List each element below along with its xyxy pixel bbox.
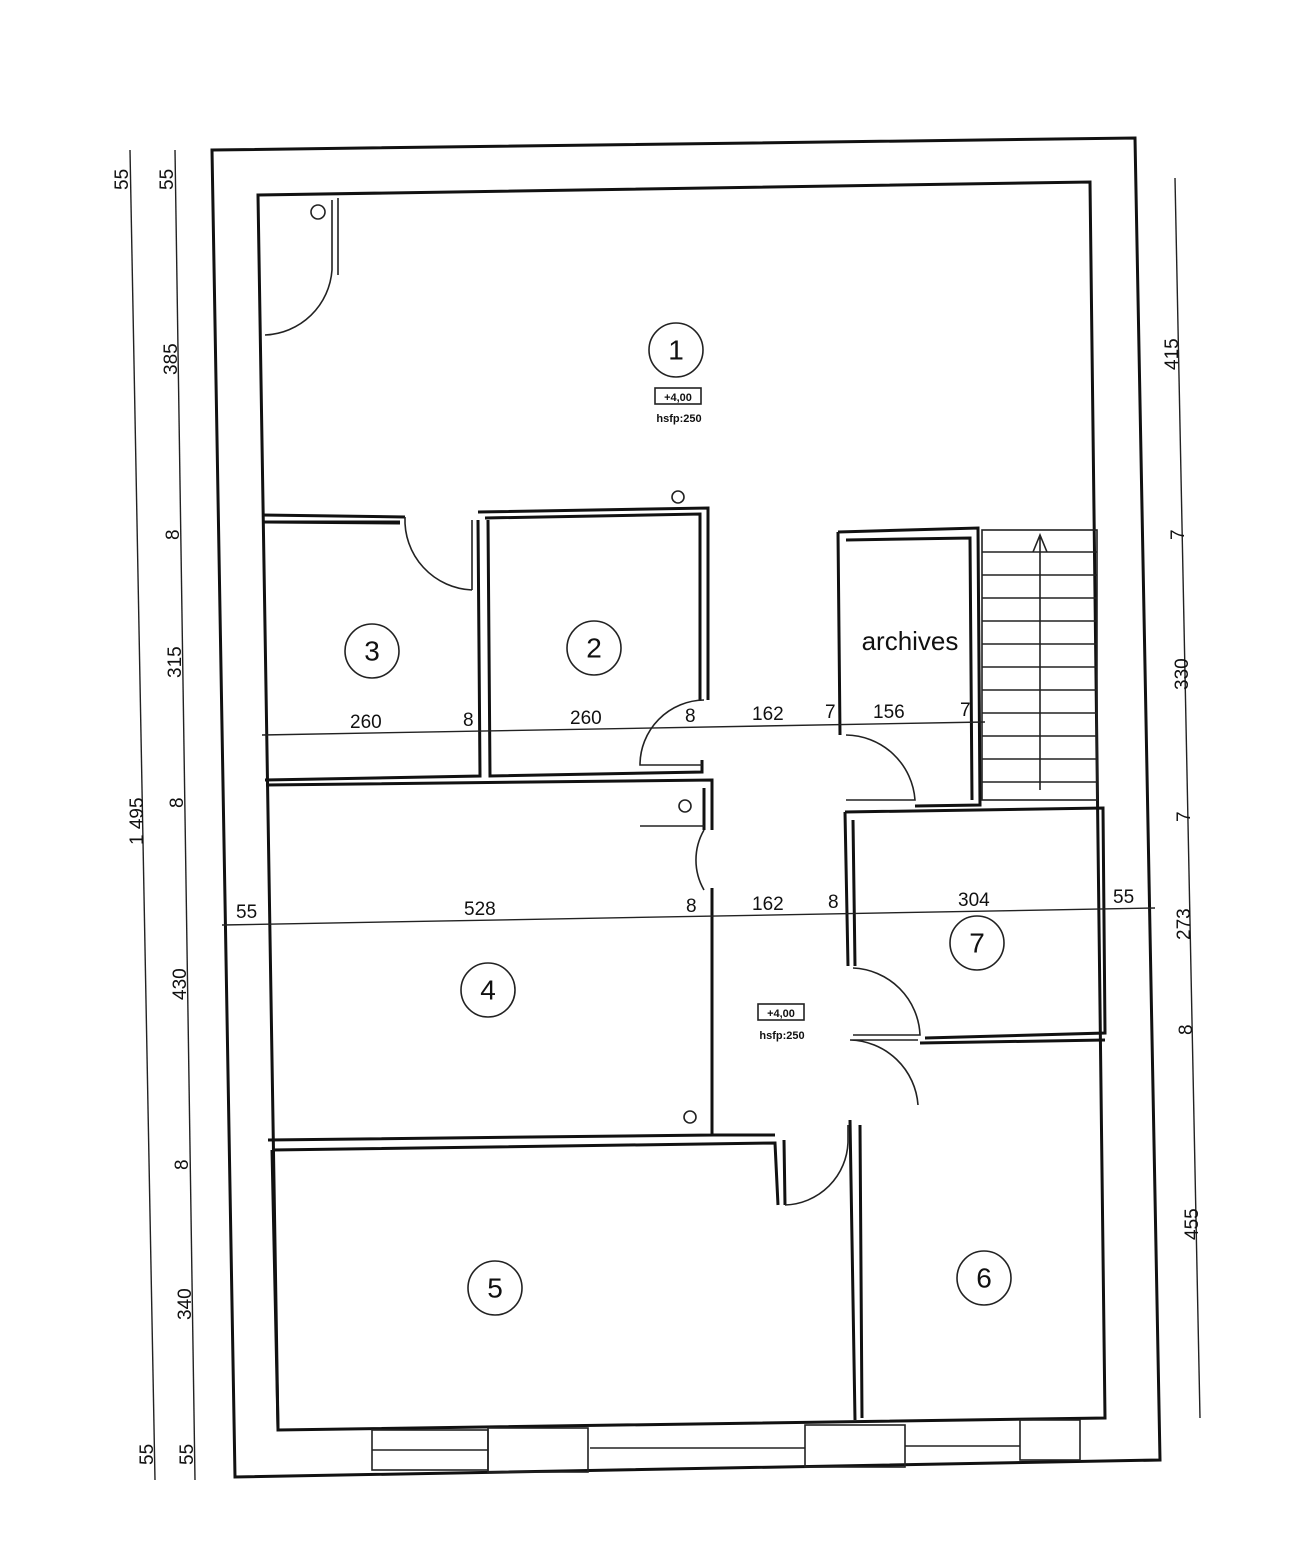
dim: 260 — [570, 708, 602, 729]
dim: 340 — [175, 1288, 196, 1320]
door-room2 — [639, 699, 705, 766]
dim: 55 — [236, 902, 257, 923]
column-marker — [671, 490, 685, 504]
dim: 415 — [1162, 338, 1183, 370]
room-label-6: 6 — [956, 1250, 1012, 1306]
room-label-3: 3 — [344, 623, 400, 679]
dim: 55 — [137, 1444, 158, 1465]
svg-text:5: 5 — [487, 1273, 503, 1304]
dim: 55 — [1113, 887, 1134, 908]
dim: 55 — [157, 169, 178, 190]
wall-room7 — [843, 806, 1107, 1040]
room-label-4: 4 — [460, 962, 516, 1018]
wall-archives — [836, 526, 982, 808]
dim: 7 — [960, 700, 971, 721]
dim: 455 — [1182, 1208, 1203, 1240]
svg-text:hsfp:250: hsfp:250 — [759, 1030, 804, 1042]
wall-room6 — [848, 1038, 1106, 1421]
dimension-line-upper — [261, 721, 986, 736]
dim: 156 — [873, 702, 905, 723]
inner-wall — [256, 180, 1107, 1432]
wall-room3 — [263, 519, 482, 782]
door-room3 — [404, 516, 473, 591]
dim: 8 — [828, 892, 839, 913]
door-room1 — [264, 198, 339, 336]
dim: 8 — [167, 797, 188, 808]
dim: 7 — [825, 702, 836, 723]
wall-room1-bottom — [261, 513, 406, 519]
dim: 162 — [752, 894, 784, 915]
dim: 7 — [1174, 811, 1195, 822]
room-label-1: 1 — [648, 322, 704, 378]
door-room7 — [852, 967, 921, 1036]
column-marker — [678, 799, 692, 813]
svg-text:6: 6 — [976, 1263, 992, 1294]
dim: 162 — [752, 704, 784, 725]
staircase — [981, 529, 1098, 801]
svg-text:1: 1 — [668, 335, 684, 366]
dim: 8 — [1176, 1024, 1197, 1035]
dim: 8 — [163, 529, 184, 540]
dim: 8 — [685, 706, 696, 727]
outer-wall — [210, 136, 1162, 1479]
dim: 55 — [112, 169, 133, 190]
dim: 7 — [1168, 529, 1189, 540]
dim: 273 — [1174, 908, 1195, 940]
svg-text:3: 3 — [364, 636, 380, 667]
room-label-2: 2 — [566, 620, 622, 676]
dimension-line-right — [1174, 177, 1201, 1419]
column-marker — [310, 204, 326, 220]
dim: 8 — [686, 896, 697, 917]
dimension-line-left-outer — [129, 149, 156, 1481]
level-tag-corridor: +4,00 hsfp:250 — [757, 1003, 805, 1042]
dim: 330 — [1172, 658, 1193, 690]
door-archives — [845, 734, 916, 801]
svg-text:+4,00: +4,00 — [664, 392, 692, 404]
dim: 430 — [170, 968, 191, 1000]
door-room4 — [640, 825, 705, 891]
svg-text:+4,00: +4,00 — [767, 1008, 795, 1020]
dim: 8 — [463, 710, 474, 731]
svg-text:7: 7 — [969, 928, 985, 959]
wall-room2 — [484, 512, 704, 778]
windows — [371, 1419, 1081, 1473]
door-room5 — [784, 1125, 849, 1206]
dim: 315 — [165, 646, 186, 678]
dim: 55 — [177, 1444, 198, 1465]
dim: 1 495 — [127, 797, 148, 845]
svg-text:2: 2 — [586, 633, 602, 664]
dim: 260 — [350, 712, 382, 733]
level-tag-room1: +4,00 hsfp:250 — [654, 387, 702, 425]
dim: 8 — [172, 1159, 193, 1170]
door-room6 — [849, 1039, 919, 1106]
room-label-7: 7 — [949, 915, 1005, 971]
room-label-archives: archives — [862, 626, 959, 656]
dimension-line-lower — [221, 907, 1156, 926]
room-label-5: 5 — [467, 1260, 523, 1316]
dim: 304 — [958, 890, 990, 911]
wall-room4 — [265, 778, 714, 1142]
stair-arrow-icon — [1032, 532, 1048, 790]
column-marker — [683, 1110, 697, 1124]
wall-room1-bottom-2 — [477, 506, 710, 700]
dim: 385 — [161, 343, 182, 375]
svg-text:hsfp:250: hsfp:250 — [656, 413, 701, 425]
wall-room5 — [270, 1133, 787, 1429]
svg-text:4: 4 — [480, 975, 496, 1006]
dim: 528 — [464, 899, 496, 920]
dimension-line-left-inner — [174, 149, 196, 1481]
